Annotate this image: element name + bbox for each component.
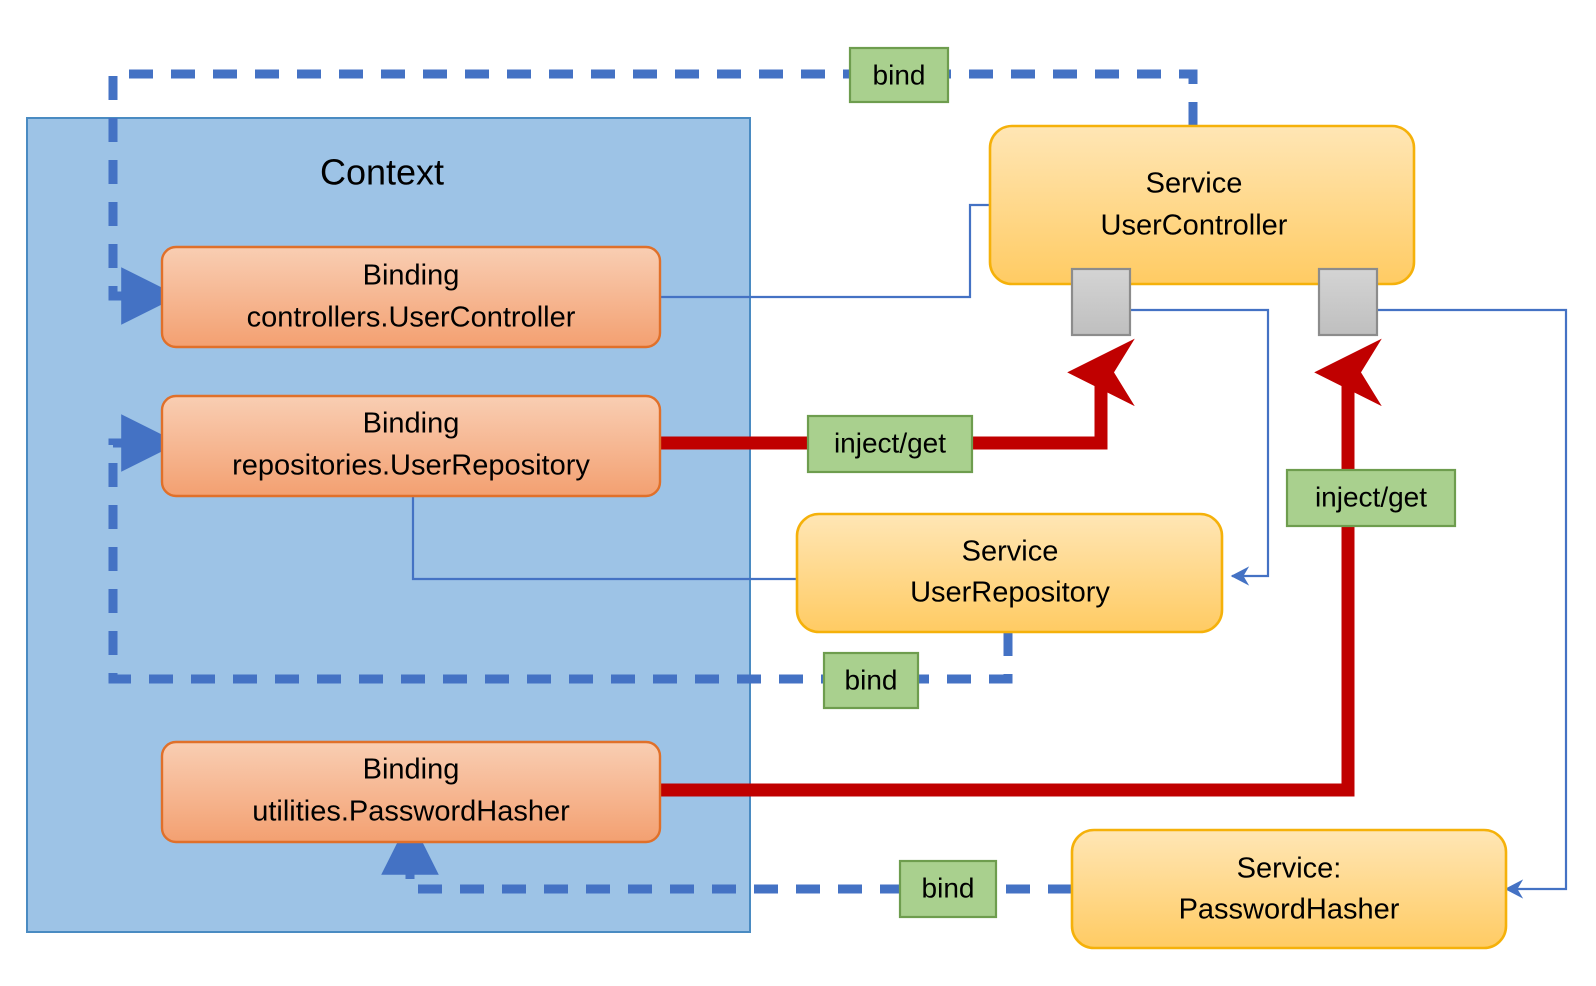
edge-label-inject-get-left: inject/get (806, 414, 974, 474)
edge-label-bind-top: bind (848, 46, 950, 104)
binding-box-password-hasher[interactable]: Binding utilities.PasswordHasher (160, 740, 662, 844)
edge-label-inject-get-right-text: inject/get (1315, 481, 1427, 512)
wire-socket2-to-service-hasher (1377, 308, 1568, 899)
context-title: Context (320, 152, 444, 193)
binding-user-repository-line1: Binding (363, 408, 460, 440)
binding-user-controller-line1: Binding (363, 260, 460, 292)
binding-password-hasher-line1: Binding (363, 754, 460, 786)
service-user-controller-line1: Service (1146, 168, 1243, 200)
edge-label-bind-bottom-text: bind (922, 872, 975, 903)
bind-wire-controller (108, 69, 1198, 325)
binding-user-controller-line2: controllers.UserController (247, 302, 576, 334)
binding-user-repository-line2: repositories.UserRepository (232, 450, 590, 482)
socket-right[interactable] (1317, 267, 1379, 337)
wire-binding-to-service-controller (660, 203, 990, 299)
edge-label-inject-get-left-text: inject/get (834, 427, 946, 458)
service-box-password-hasher[interactable]: Service: PasswordHasher (1070, 828, 1508, 950)
wire-binding-to-service-repository (411, 496, 797, 581)
service-box-user-controller[interactable]: Service UserController (988, 124, 1416, 286)
bind-wire-repository (108, 414, 1013, 684)
service-password-hasher-line1: Service: (1237, 853, 1342, 885)
binding-box-user-repository[interactable]: Binding repositories.UserRepository (160, 394, 662, 498)
wire-socket1-to-service-repository (1130, 308, 1270, 586)
edge-label-bind-middle: bind (822, 651, 920, 710)
socket-left[interactable] (1070, 267, 1132, 337)
bind-wire-hasher (381, 817, 1072, 894)
edge-label-inject-get-right: inject/get (1285, 468, 1457, 528)
service-user-controller-line2: UserController (1101, 210, 1288, 242)
service-user-repository-line2: UserRepository (910, 577, 1110, 609)
service-password-hasher-line2: PasswordHasher (1179, 894, 1400, 926)
service-box-user-repository[interactable]: Service UserRepository (795, 512, 1224, 634)
binding-password-hasher-line2: utilities.PasswordHasher (252, 796, 570, 828)
binding-box-user-controller[interactable]: Binding controllers.UserController (160, 245, 662, 349)
edge-label-bind-bottom: bind (898, 859, 998, 919)
service-user-repository-line1: Service (962, 536, 1059, 568)
edge-label-bind-middle-text: bind (845, 664, 898, 695)
edge-label-bind-top-text: bind (873, 59, 926, 90)
